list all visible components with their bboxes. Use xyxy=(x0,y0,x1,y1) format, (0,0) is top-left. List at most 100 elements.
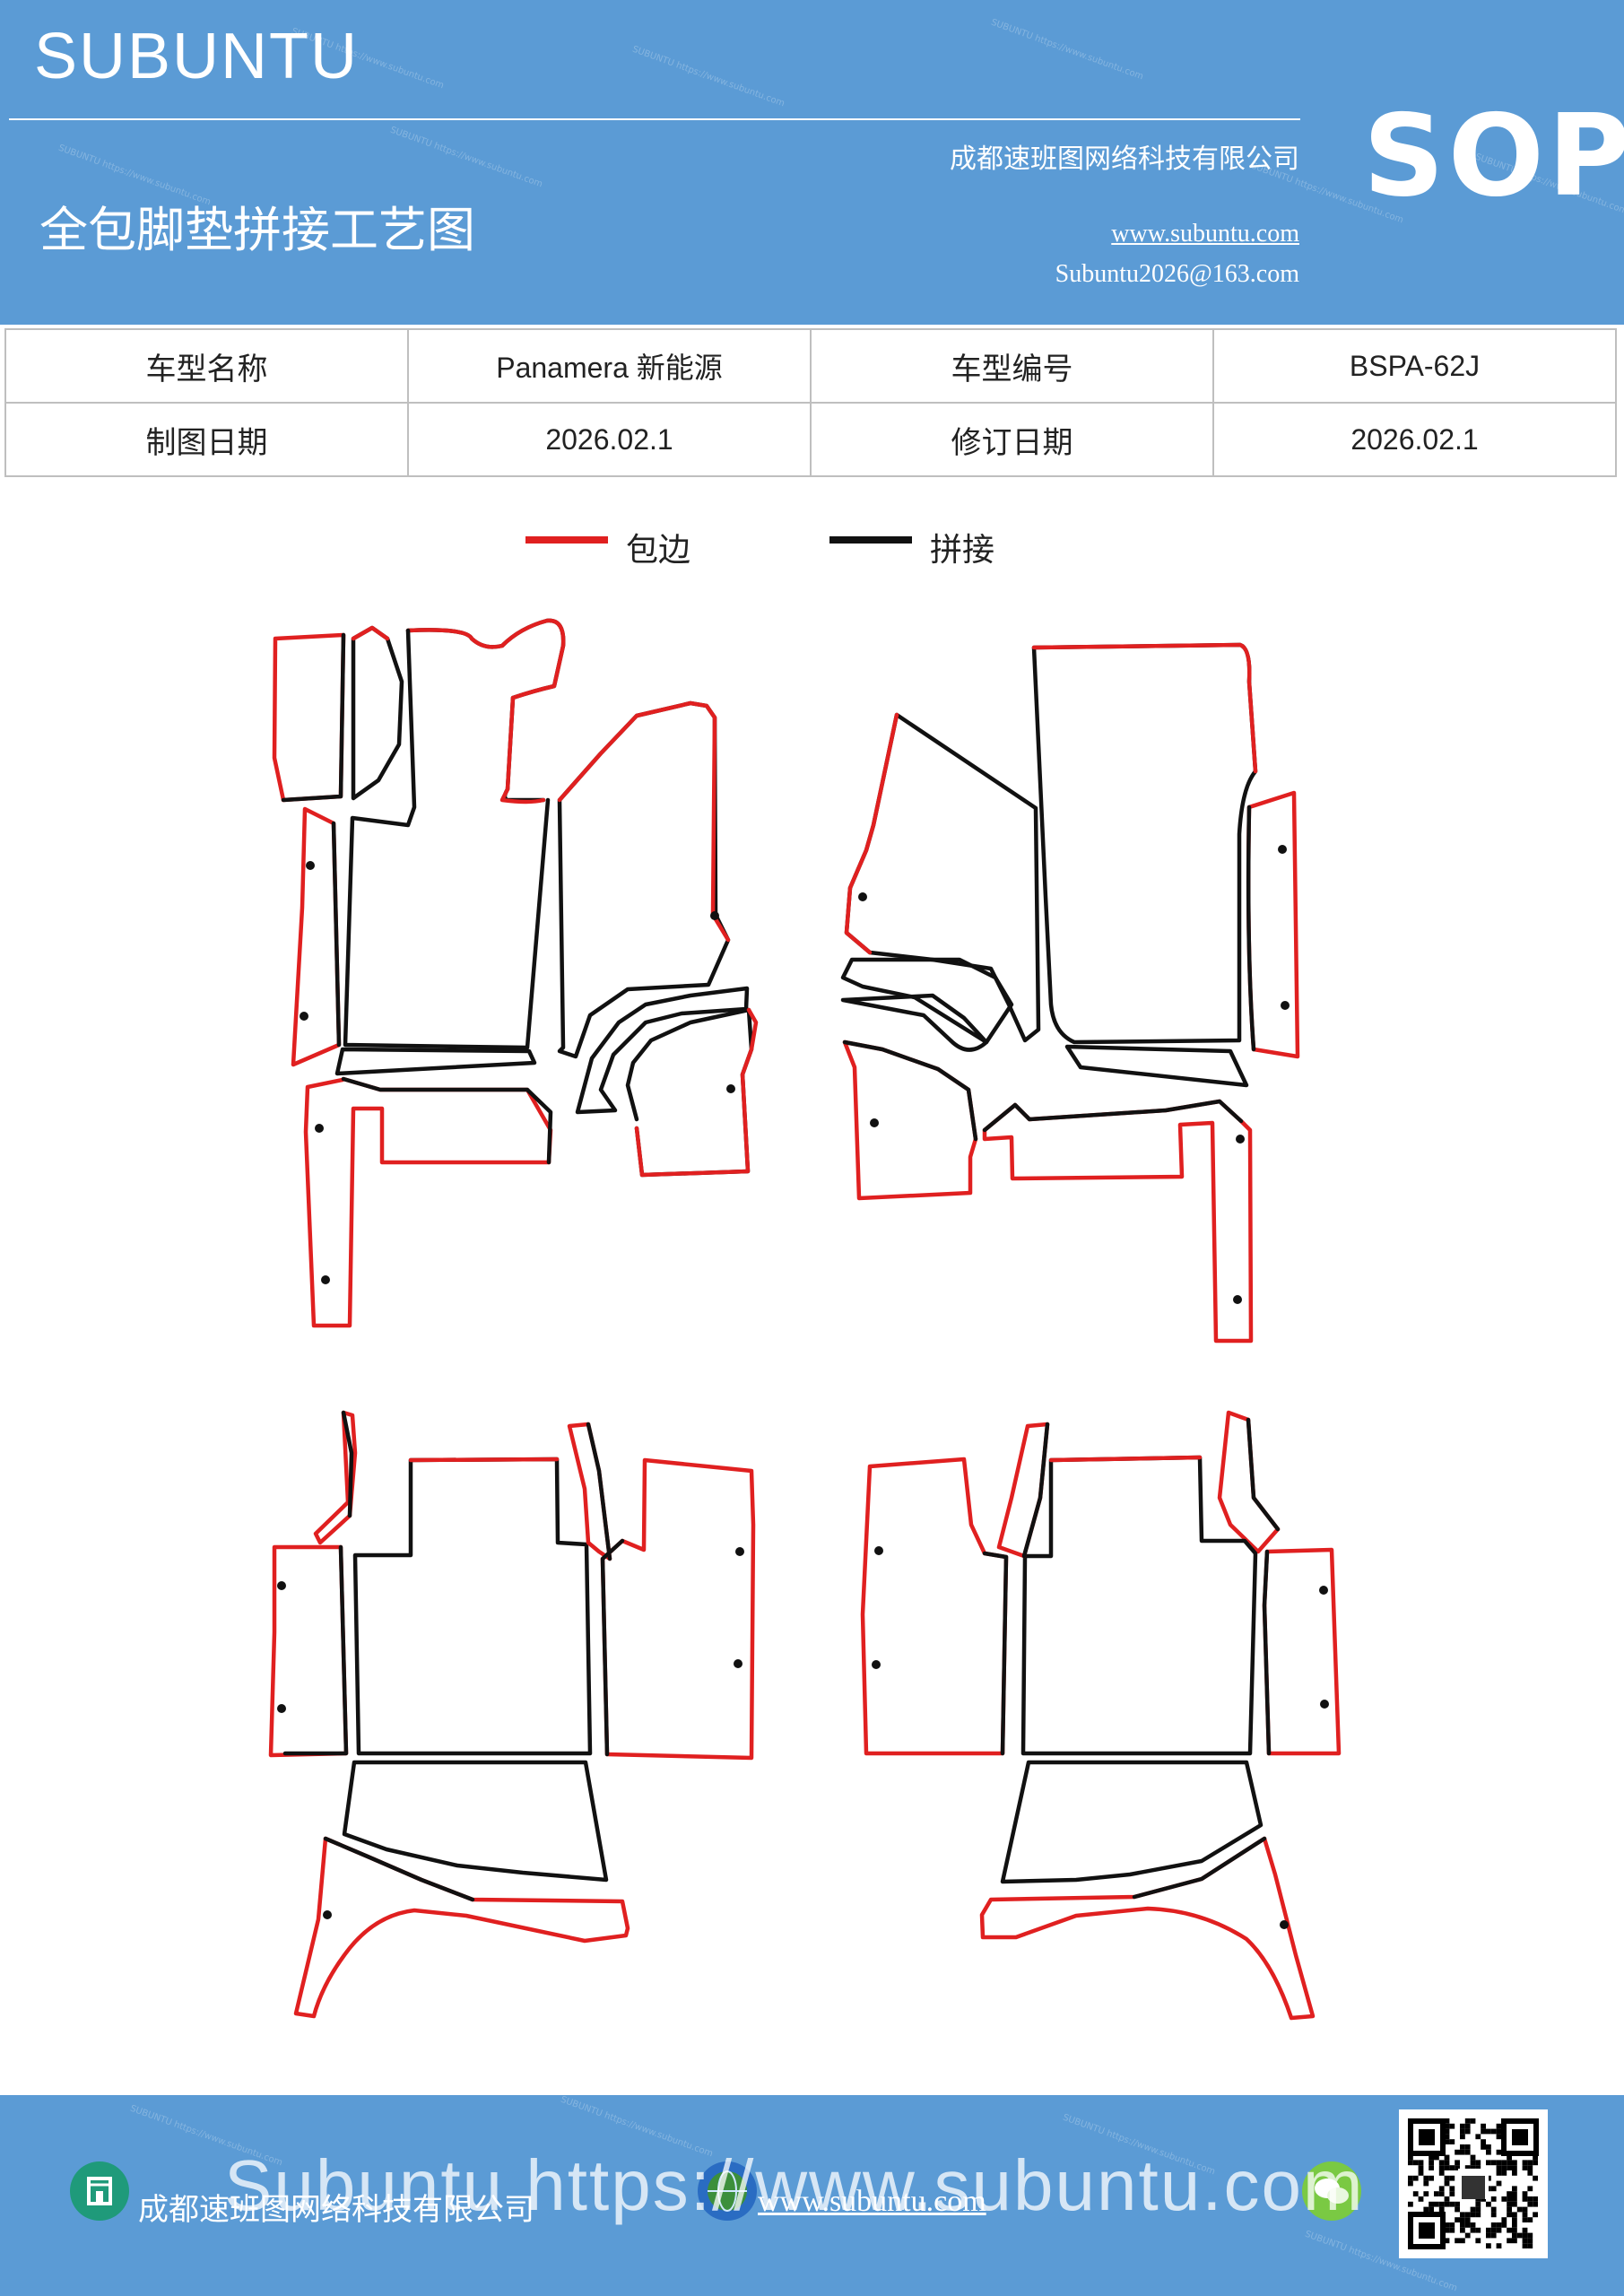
mat-piece-outline xyxy=(600,1457,756,1761)
qr-code[interactable] xyxy=(1399,2109,1548,2258)
mat-piece-outline xyxy=(1020,1455,1258,1756)
mat-piece-outline xyxy=(840,957,1014,1045)
contact-email: Subuntu2026@163.com xyxy=(1055,260,1299,288)
edging-swatch xyxy=(525,536,608,544)
anchor-dot xyxy=(1281,1001,1290,1010)
mat-piece-outline xyxy=(1246,790,1300,1059)
mat-piece-outline xyxy=(1031,642,1258,774)
mat-piece-outline xyxy=(293,1836,630,2019)
anchor-dot xyxy=(1278,845,1287,854)
footer-banner: SUBUNTU https://www.subuntu.com SUBUNTU … xyxy=(0,2095,1624,2296)
model-code-label: 车型编号 xyxy=(810,328,1214,404)
mat-piece-outline xyxy=(1021,1422,1050,1559)
mat-piece-outline xyxy=(1262,1547,1342,1756)
mat-piece-outline xyxy=(1000,1760,1264,1884)
anchor-dot xyxy=(858,892,867,901)
mat-piece-outline xyxy=(1246,1417,1281,1532)
anchor-dot xyxy=(1319,1586,1328,1595)
revise-date-value: 2026.02.1 xyxy=(1212,402,1617,477)
footer-website-link[interactable]: www.subuntu.com xyxy=(758,2185,986,2218)
building-icon xyxy=(70,2161,129,2221)
wechat-icon[interactable] xyxy=(1302,2161,1361,2221)
mat-piece-outline xyxy=(844,712,899,955)
anchor-dot xyxy=(1320,1700,1329,1709)
anchor-dot xyxy=(735,1547,744,1556)
mat-piece-outline xyxy=(600,1538,625,1757)
globe-icon xyxy=(698,2161,757,2221)
anchor-dot xyxy=(710,911,719,920)
mat-piece-outline xyxy=(342,1760,609,1883)
sop-badge: SOP xyxy=(1363,90,1624,222)
mat-piece-outline xyxy=(1132,1836,1267,1900)
mat-piece-outline xyxy=(842,1039,978,1142)
anchor-dot xyxy=(726,1084,735,1093)
model-code-value: BSPA-62J xyxy=(1212,328,1617,404)
mat-piece-outline xyxy=(351,625,404,801)
footer-watermark-overlay: Subuntu https://www.subuntu.com xyxy=(224,2145,1365,2225)
page-title: 全包脚垫拼接工艺图 xyxy=(39,202,475,258)
anchor-dot xyxy=(874,1546,883,1555)
anchor-dot xyxy=(321,1275,330,1284)
website-link[interactable]: www.subuntu.com xyxy=(1111,220,1299,248)
anchor-dot xyxy=(277,1581,286,1590)
mat-piece-outline xyxy=(1031,642,1258,1045)
model-name-label: 车型名称 xyxy=(4,328,409,404)
mat-piece-outline xyxy=(405,618,566,804)
anchor-dot xyxy=(300,1012,308,1021)
company-name: 成都速班图网络科技有限公司 xyxy=(950,144,1299,175)
mat-piece-outline xyxy=(303,1076,553,1328)
mat-piece-outline xyxy=(982,1099,1244,1133)
mat-piece-outline xyxy=(291,806,342,1067)
header-banner: SUBUNTU https://www.subuntu.com SUBUNTU … xyxy=(0,0,1624,325)
mat-piece-outline xyxy=(840,993,989,1052)
anchor-dot xyxy=(872,1660,881,1669)
anchor-dot xyxy=(323,1910,332,1919)
mat-piece-outline xyxy=(1262,1549,1272,1756)
table-row: 车型名称 Panamera 新能源 车型编号 BSPA-62J xyxy=(4,328,1617,404)
model-info-table: 车型名称 Panamera 新能源 车型编号 BSPA-62J 制图日期 202… xyxy=(4,328,1617,477)
mat-piece-outline xyxy=(351,625,390,641)
anchor-dot xyxy=(734,1659,743,1668)
anchor-dot xyxy=(277,1704,286,1713)
splice-swatch xyxy=(829,536,912,544)
mat-piece-outline xyxy=(1246,804,1256,1052)
edging-label: 包边 xyxy=(626,532,691,569)
draw-date-label: 制图日期 xyxy=(4,402,409,477)
header-divider xyxy=(9,118,1300,120)
mat-piece-outline xyxy=(1048,1455,1203,1463)
mat-piece-outline xyxy=(860,1457,1009,1756)
mat-piece-outline xyxy=(281,632,346,803)
mat-piece-outline xyxy=(634,1007,759,1178)
mat-piece-outline xyxy=(343,628,551,1050)
mat-piece-outline xyxy=(268,1544,349,1758)
mat-piece-outline xyxy=(557,700,731,943)
mat-piece-outline xyxy=(844,712,1041,1043)
anchor-dot xyxy=(315,1124,324,1133)
anchor-dot xyxy=(306,861,315,870)
draw-date-value: 2026.02.1 xyxy=(407,402,812,477)
mat-piece-outline xyxy=(334,1047,537,1076)
mat-piece-outline xyxy=(352,1457,593,1756)
anchor-dot xyxy=(1280,1920,1289,1929)
mat-piece-outline xyxy=(567,1422,612,1561)
mat-piece-outline xyxy=(282,1544,349,1756)
mat-piece-outline xyxy=(979,1836,1316,2021)
anchor-dot xyxy=(1236,1135,1245,1144)
model-name-value: Panamera 新能源 xyxy=(407,328,812,404)
table-row: 制图日期 2026.02.1 修订日期 2026.02.1 xyxy=(4,402,1617,477)
anchor-dot xyxy=(870,1118,879,1127)
mat-piece-outline xyxy=(408,1457,560,1463)
mat-piece-outline xyxy=(341,1410,354,1518)
mat-piece-outline xyxy=(982,1551,1009,1756)
brand-logo: SUBUNTU xyxy=(34,21,360,92)
anchor-dot xyxy=(1233,1295,1242,1304)
mat-piece-outline xyxy=(272,632,346,803)
splice-label: 拼接 xyxy=(930,532,995,569)
mat-piece-outline xyxy=(323,1836,475,1902)
mat-piece-outline xyxy=(331,821,342,1048)
mat-piece-outline xyxy=(842,1039,978,1201)
revise-date-label: 修订日期 xyxy=(810,402,1214,477)
mat-piece-outline xyxy=(586,1422,612,1561)
mat-piece-outline xyxy=(982,1099,1254,1344)
